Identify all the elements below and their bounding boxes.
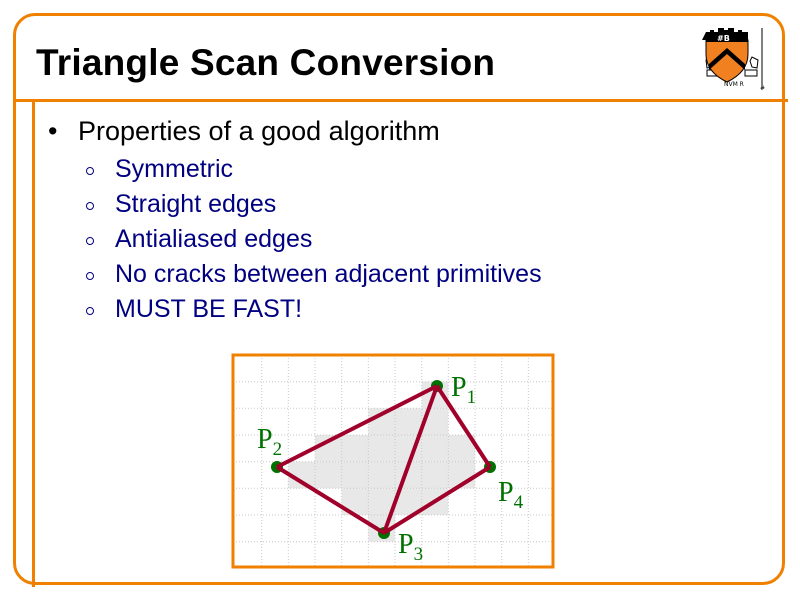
svg-text:NVM R: NVM R	[724, 81, 744, 88]
vertex-labels: P1 P2 P3 P4	[257, 372, 524, 565]
main-bullet-text: Properties of a good algorithm	[78, 116, 440, 146]
label-p4: P4	[498, 477, 524, 513]
sub-bullet-list: Symmetric Straight edges Antialiased edg…	[84, 152, 542, 327]
title-divider	[13, 99, 788, 102]
hollow-bullet-icon	[86, 236, 94, 245]
sub-bullet-text: Straight edges	[115, 190, 277, 218]
sub-bullet-text: Antialiased edges	[115, 225, 313, 253]
svg-text:#B: #B	[717, 34, 730, 43]
hollow-bullet-icon	[86, 271, 94, 280]
slide-title: Triangle Scan Conversion	[36, 42, 496, 83]
princeton-shield-logo-icon: NVM R #B #	[700, 26, 770, 94]
main-bullet: • Properties of a good algorithm	[48, 116, 440, 147]
triangle-scan-diagram: P1 P2 P3 P4	[231, 353, 555, 569]
sub-bullet: Symmetric	[84, 152, 542, 187]
svg-text:#: #	[760, 85, 765, 92]
sub-bullet-text: No cracks between adjacent primitives	[115, 260, 542, 288]
hollow-bullet-icon	[86, 201, 94, 210]
label-p3: P3	[398, 529, 423, 565]
sub-bullet-text: MUST BE FAST!	[115, 295, 303, 323]
diagram-border	[231, 353, 555, 569]
side-divider	[32, 100, 35, 587]
sub-bullet: No cracks between adjacent primitives	[84, 257, 542, 292]
sub-bullet: Antialiased edges	[84, 222, 542, 257]
sub-bullet: MUST BE FAST!	[84, 292, 542, 327]
slide-frame	[13, 13, 785, 585]
hollow-bullet-icon	[86, 306, 94, 315]
sub-bullet: Straight edges	[84, 187, 542, 222]
bullet-dot-icon: •	[48, 116, 58, 146]
label-p2: P2	[257, 424, 282, 460]
triangle-edges	[275, 384, 492, 535]
hollow-bullet-icon	[86, 166, 94, 175]
sub-bullet-text: Symmetric	[115, 155, 234, 183]
label-p1: P1	[451, 372, 476, 408]
